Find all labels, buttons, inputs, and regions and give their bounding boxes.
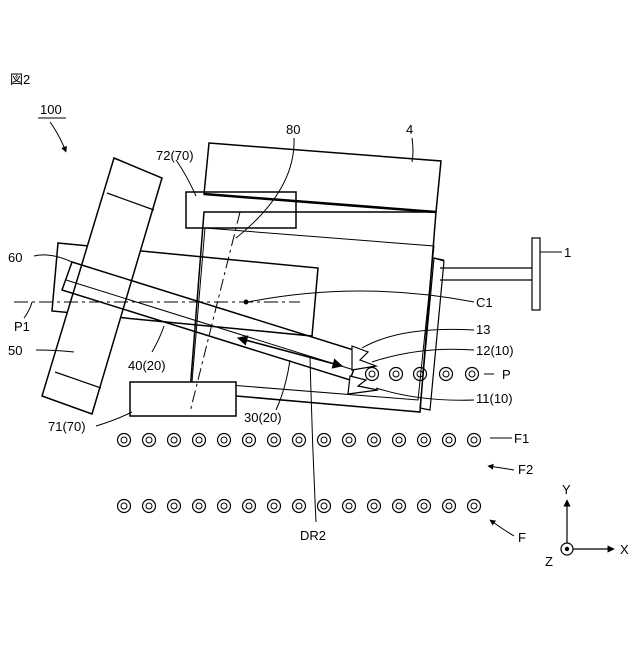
label-40: 40(20) — [128, 358, 166, 373]
plant-f1-15 — [468, 434, 481, 447]
label-f2: F2 — [518, 462, 533, 477]
plant-row-f — [118, 500, 481, 513]
plant-f1-1 — [118, 434, 131, 447]
plant-f1-12 — [393, 434, 406, 447]
plant-f-7 — [268, 500, 281, 513]
arm-flange-1 — [532, 238, 540, 310]
label-12: 12(10) — [476, 343, 514, 358]
leader-71 — [96, 412, 132, 426]
label-50: 50 — [8, 343, 22, 358]
plant-f-11 — [368, 500, 381, 513]
plant-row-f1 — [118, 434, 481, 447]
label-c1: C1 — [476, 295, 493, 310]
label-p1: P1 — [14, 319, 30, 334]
leader-30 — [276, 360, 290, 410]
finger-11 — [348, 376, 378, 394]
plant-f-2 — [143, 500, 156, 513]
plant-f-6 — [243, 500, 256, 513]
finger-12 — [352, 346, 376, 370]
camera-71 — [130, 382, 236, 416]
assembly-pointer-arrow — [50, 122, 66, 152]
plant-f-13 — [418, 500, 431, 513]
leader-11 — [376, 388, 474, 400]
leader-40 — [152, 326, 164, 352]
plant-f1-7 — [268, 434, 281, 447]
plant-f1-5 — [218, 434, 231, 447]
label-p: P — [502, 367, 511, 382]
plant-f-10 — [343, 500, 356, 513]
leader-72 — [176, 160, 196, 196]
plant-f-4 — [193, 500, 206, 513]
plant-f1-9 — [318, 434, 331, 447]
label-72: 72(70) — [156, 148, 194, 163]
plant-f1-11 — [368, 434, 381, 447]
plant-f1-13 — [418, 434, 431, 447]
label-71: 71(70) — [48, 419, 86, 434]
leader-dr2 — [310, 356, 316, 522]
label-f1: F1 — [514, 431, 529, 446]
center-point-c1 — [244, 300, 249, 305]
label-13: 13 — [476, 322, 490, 337]
label-axis-z: Z — [545, 554, 553, 569]
leader-f2 — [488, 466, 514, 470]
plant-f-5 — [218, 500, 231, 513]
plant-f-9 — [318, 500, 331, 513]
leader-p1 — [24, 302, 32, 318]
label-dr2: DR2 — [300, 528, 326, 543]
label-assembly-100: 100 — [40, 102, 62, 117]
plant-f-14 — [443, 500, 456, 513]
member-50 — [42, 158, 162, 414]
leader-f — [490, 520, 514, 536]
axis-z-dot — [565, 547, 569, 551]
plant-p-5 — [466, 368, 479, 381]
figure-title: 図2 — [10, 72, 30, 87]
leader-13 — [362, 329, 474, 348]
tool-body-4 — [204, 143, 441, 212]
plant-f1-10 — [343, 434, 356, 447]
plant-p-4 — [440, 368, 453, 381]
label-axis-x: X — [620, 542, 629, 557]
plant-f-8 — [293, 500, 306, 513]
label-axis-y: Y — [562, 482, 571, 497]
plant-f-3 — [168, 500, 181, 513]
tool-body-4-bottom-edge — [204, 194, 436, 212]
plant-f1-3 — [168, 434, 181, 447]
leader-60 — [34, 255, 72, 262]
plant-f1-8 — [293, 434, 306, 447]
label-60: 60 — [8, 250, 22, 265]
plant-f1-6 — [243, 434, 256, 447]
plant-f-12 — [393, 500, 406, 513]
label-4: 4 — [406, 122, 413, 137]
leader-4 — [412, 138, 413, 162]
label-11: 11(10) — [476, 391, 513, 406]
plant-f1-14 — [443, 434, 456, 447]
main-body-side-plate — [420, 258, 444, 410]
label-f: F — [518, 530, 526, 545]
leader-80 — [236, 138, 294, 238]
plant-f1-2 — [143, 434, 156, 447]
label-1: 1 — [564, 245, 571, 260]
label-80: 80 — [286, 122, 300, 137]
plant-f1-4 — [193, 434, 206, 447]
plant-p-1 — [366, 368, 379, 381]
plant-f-1 — [118, 500, 131, 513]
plant-p-2 — [390, 368, 403, 381]
main-body-inner — [192, 228, 434, 400]
label-30: 30(20) — [244, 410, 282, 425]
plant-f-15 — [468, 500, 481, 513]
